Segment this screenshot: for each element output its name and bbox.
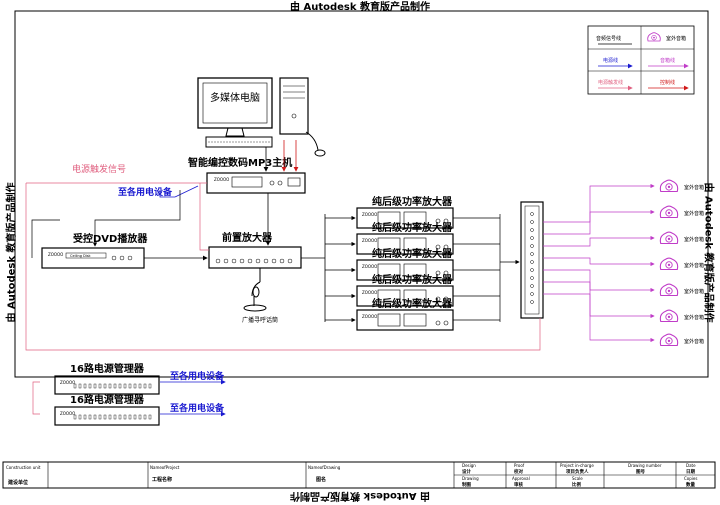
dvd-player: 受控DVD播放器 ZOOOO Ceiling Disk [41, 232, 148, 269]
svg-text:Ceiling Disk: Ceiling Disk [70, 254, 92, 258]
svg-text:图名: 图名 [316, 476, 326, 483]
svg-text:ZOOOO: ZOOOO [362, 212, 377, 217]
svg-text:Approval: Approval [512, 476, 530, 481]
multimedia-pc: 多媒体电脑 [197, 77, 326, 157]
to-devices-label-top: 至各用电设备 [118, 186, 173, 198]
speaker-label: 室外音箱 [684, 338, 704, 345]
speaker-label: 室外音箱 [684, 210, 704, 217]
speaker-label: 室外音箱 [684, 236, 704, 243]
mp3-host-label: 智能编控数码MP3主机 [188, 156, 292, 169]
svg-text:制图: 制图 [462, 481, 471, 488]
svg-text:图号: 图号 [636, 468, 645, 475]
power-amp-label: 纯后级功率放大器 [372, 195, 453, 208]
trigger-signal-label: 电源触发信号 [72, 163, 126, 175]
mic-label: 广播寻呼话筒 [242, 316, 278, 324]
power-amp-label: 纯后级功率放大器 [372, 273, 453, 286]
svg-text:ZOOOO: ZOOOO [60, 380, 75, 385]
drawing-frame [14, 10, 709, 378]
pre-amplifier: 前置放大器 [208, 231, 302, 269]
svg-text:NameofProject: NameofProject [150, 465, 180, 470]
title-block: Construction unit 建设单位 NameofProject 工程名… [2, 461, 716, 489]
svg-text:NameofDrawing: NameofDrawing [308, 465, 341, 470]
svg-text:审核: 审核 [514, 481, 523, 488]
power-amplifier-5: 纯后级功率放大器 ZOOOO [356, 297, 454, 331]
svg-text:Scale: Scale [572, 476, 583, 481]
svg-text:ZOOOO: ZOOOO [60, 411, 75, 416]
mp3-host: 智能编控数码MP3主机 ZOOOO [188, 156, 306, 194]
outdoor-speaker-6: 室外音箱 [659, 309, 704, 323]
speaker-label: 室外音箱 [684, 288, 704, 295]
svg-text:Project in-charge: Project in-charge [560, 463, 594, 468]
svg-text:项目负责人: 项目负责人 [566, 468, 589, 475]
power-manager-1: 16路电源管理器 ZOOOO [54, 362, 160, 395]
power-amplifier-2: 纯后级功率放大器 ZOOOO [356, 221, 454, 255]
outdoor-speaker-7: 室外音箱 [659, 333, 704, 347]
power-amp-label: 纯后级功率放大器 [372, 247, 453, 260]
outdoor-speaker-2: 室外音箱 [659, 205, 704, 219]
speaker-label: 室外音箱 [684, 262, 704, 269]
svg-text:校对: 校对 [514, 468, 523, 475]
svg-text:ZOOOO: ZOOOO [362, 238, 377, 243]
svg-text:比例: 比例 [572, 481, 581, 488]
to-devices-label-2: 至各用电设备 [170, 402, 225, 414]
speaker-distribution-box [520, 201, 544, 319]
svg-text:Design: Design [462, 463, 476, 468]
svg-text:控制线: 控制线 [660, 79, 675, 86]
svg-text:Date: Date [686, 463, 696, 468]
svg-text:ZOOOO: ZOOOO [362, 314, 377, 319]
svg-text:ZOOOO: ZOOOO [48, 252, 63, 257]
wiring [25, 140, 655, 417]
power-manager-2: 16路电源管理器 ZOOOO [54, 393, 160, 426]
svg-text:日期: 日期 [686, 468, 695, 475]
svg-text:Copies: Copies [684, 476, 697, 481]
outdoor-speaker-1: 室外音箱 [659, 179, 704, 193]
preamp-label: 前置放大器 [222, 231, 273, 244]
paging-microphone: 广播寻呼话筒 [242, 268, 278, 324]
svg-text:ZOOOO: ZOOOO [362, 264, 377, 269]
outdoor-speaker-4: 室外音箱 [659, 257, 704, 271]
power-amp-label: 纯后级功率放大器 [372, 297, 453, 310]
svg-text:工程名称: 工程名称 [152, 476, 172, 483]
svg-text:电源线: 电源线 [603, 57, 618, 64]
svg-text:ZOOOO: ZOOOO [362, 290, 377, 295]
svg-text:设计: 设计 [462, 468, 471, 475]
svg-text:ZOOOO: ZOOOO [214, 177, 229, 182]
power-amplifier-4: 纯后级功率放大器 ZOOOO [356, 273, 454, 307]
outdoor-speaker-3: 室外音箱 [659, 231, 704, 245]
power-amplifiers: 纯后级功率放大器ZOOOO纯后级功率放大器ZOOOO纯后级功率放大器ZOOOO纯… [356, 195, 454, 331]
outdoor-speaker-5: 室外音箱 [659, 283, 704, 297]
svg-text:Drawing number: Drawing number [628, 463, 662, 468]
to-devices-label-1: 至各用电设备 [170, 370, 225, 382]
svg-text:音箱线: 音箱线 [660, 57, 675, 64]
svg-text:16路电源管理器: 16路电源管理器 [70, 362, 145, 375]
legend: 音频信号线 室外音箱 电源线 音箱线 电源触发线 控制线 [587, 25, 695, 95]
dvd-label: 受控DVD播放器 [73, 232, 148, 245]
svg-text:Construction unit: Construction unit [6, 465, 41, 470]
svg-text:Proof: Proof [514, 463, 525, 468]
speaker-label: 室外音箱 [684, 184, 704, 191]
svg-text:16路电源管理器: 16路电源管理器 [70, 393, 145, 406]
svg-text:音频信号线: 音频信号线 [596, 35, 621, 42]
svg-text:Drawing: Drawing [462, 476, 479, 481]
svg-text:电源触发线: 电源触发线 [598, 79, 623, 86]
speaker-label: 室外音箱 [684, 314, 704, 321]
svg-text:建设单位: 建设单位 [7, 479, 28, 486]
power-amp-label: 纯后级功率放大器 [372, 221, 453, 234]
watermark-top: 由 Autodesk 教育版产品制作 [289, 2, 430, 13]
pc-label: 多媒体电脑 [210, 91, 260, 104]
svg-text:室外音箱: 室外音箱 [666, 35, 686, 42]
svg-text:数量: 数量 [686, 481, 695, 488]
